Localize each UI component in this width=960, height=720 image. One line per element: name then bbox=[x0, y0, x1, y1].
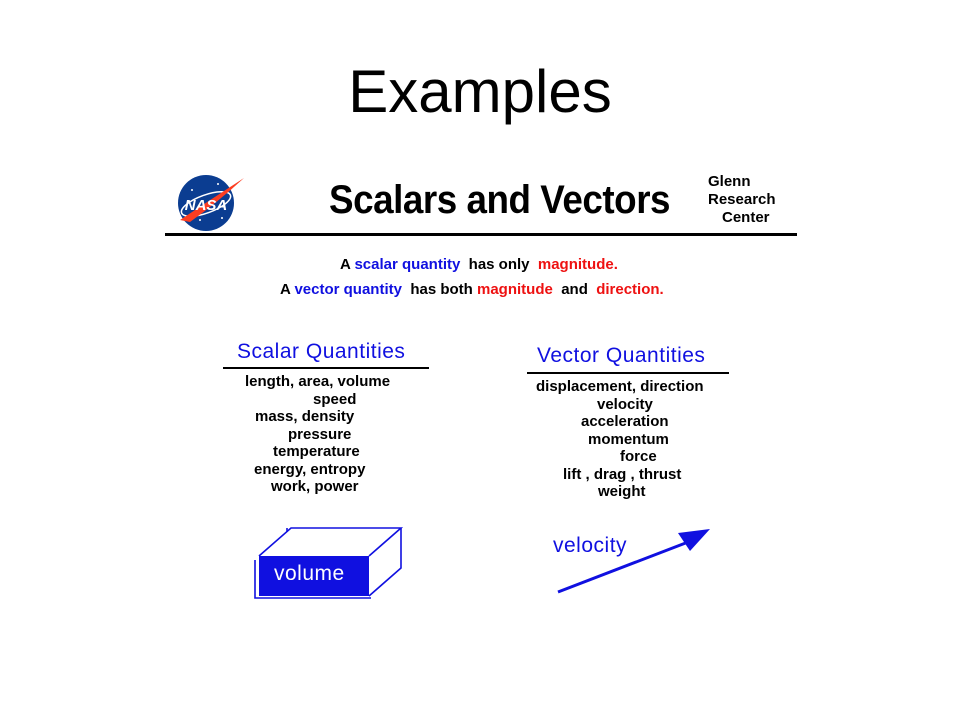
list-item: velocity bbox=[597, 395, 653, 413]
scalar-list: length, area, volume speed mass, density… bbox=[245, 373, 390, 496]
scalar-definition: A scalar quantity has only magnitude. bbox=[340, 256, 618, 273]
vector-def-part-1: A bbox=[280, 281, 291, 298]
scalars-vectors-figure: NASA Scalars and Vectors Glenn Research … bbox=[163, 168, 799, 608]
figure-heading: Scalars and Vectors bbox=[329, 178, 671, 222]
scalar-def-part-3: has only bbox=[468, 256, 530, 273]
vector-def-term: vector quantity bbox=[294, 281, 402, 298]
scalar-column-heading: Scalar Quantities bbox=[237, 340, 406, 363]
list-item: work, power bbox=[271, 478, 359, 495]
heading-rule bbox=[165, 233, 797, 236]
list-item: momentum bbox=[588, 430, 669, 448]
list-item: lift , drag , thrust bbox=[563, 465, 682, 483]
list-item: force bbox=[620, 448, 657, 465]
vector-definition: A vector quantity has both magnitude and… bbox=[280, 281, 664, 298]
scalar-def-magnitude: magnitude. bbox=[537, 256, 618, 273]
list-item: speed bbox=[313, 390, 357, 408]
vector-def-magnitude: magnitude bbox=[477, 281, 553, 298]
vector-heading-rule bbox=[527, 372, 729, 374]
vector-def-and: and bbox=[561, 281, 588, 298]
list-item: weight bbox=[598, 483, 646, 500]
list-item: energy, entropy bbox=[254, 460, 366, 478]
scalar-def-term: scalar quantity bbox=[354, 256, 461, 273]
center-name-line-1: Glenn bbox=[708, 173, 751, 190]
velocity-arrow-icon bbox=[557, 529, 710, 594]
center-name: Glenn Research Center bbox=[708, 173, 776, 227]
nasa-logo-text: NASA bbox=[185, 197, 228, 214]
vector-def-direction: direction. bbox=[596, 281, 664, 298]
vector-def-part-3: has both bbox=[410, 281, 473, 298]
velocity-arrow-label: velocity bbox=[553, 534, 628, 557]
scalar-def-part-1: A bbox=[340, 256, 351, 273]
list-item: mass, density bbox=[255, 408, 355, 425]
list-item: length, area, volume bbox=[245, 373, 391, 390]
list-item: pressure bbox=[288, 425, 352, 443]
scalar-heading-rule bbox=[223, 367, 429, 369]
vector-list: displacement, direction velocity acceler… bbox=[536, 378, 704, 501]
vector-column-heading: Vector Quantities bbox=[537, 344, 706, 367]
volume-box-label: volume bbox=[274, 562, 345, 585]
center-name-line-2: Research bbox=[708, 191, 776, 208]
list-item: temperature bbox=[273, 443, 360, 460]
slide-title: Examples bbox=[348, 58, 612, 125]
list-item: displacement, direction bbox=[536, 378, 704, 395]
nasa-logo-icon: NASA bbox=[178, 175, 244, 231]
center-name-line-3: Center bbox=[722, 209, 770, 226]
volume-box-illustration bbox=[254, 527, 404, 599]
list-item: acceleration bbox=[581, 413, 669, 430]
